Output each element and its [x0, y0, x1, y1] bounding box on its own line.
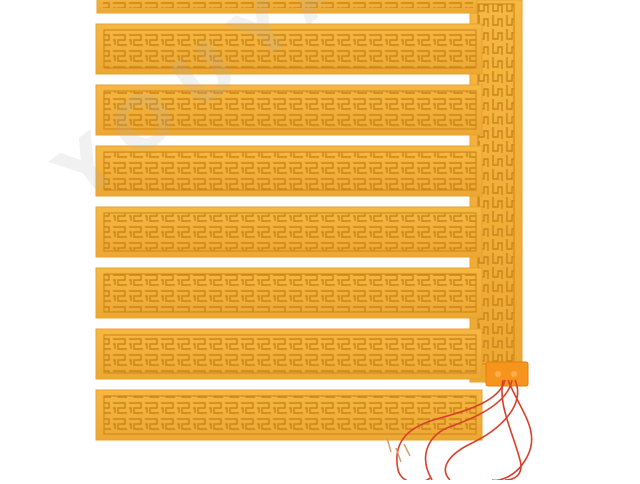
strip-trace — [104, 335, 476, 373]
spine-trace — [478, 4, 514, 364]
strip-trace — [104, 213, 476, 251]
strip-trace-top — [103, 0, 473, 8]
lead-wire — [501, 379, 522, 481]
strip-trace — [104, 30, 476, 68]
strip-trace-outline — [103, 90, 477, 130]
lead-wire — [424, 379, 513, 481]
strip-trace-outline — [103, 273, 477, 313]
wire-tip — [386, 437, 392, 453]
strip-trace — [104, 274, 476, 312]
wire-tip — [403, 443, 411, 457]
strip-trace-outline — [103, 29, 477, 69]
strip-trace-outline — [103, 212, 477, 252]
connector-pad — [485, 361, 529, 387]
lead-wire — [444, 379, 519, 481]
heater-film — [95, 0, 529, 441]
strip-trace-outline — [103, 151, 477, 191]
strip-trace-outline — [103, 395, 477, 435]
solder-point — [495, 371, 501, 377]
wire-tip — [395, 447, 402, 463]
solder-point — [511, 371, 517, 377]
strip-trace — [104, 152, 476, 190]
strip-trace — [104, 91, 476, 129]
strip-trace-outline — [103, 334, 477, 374]
lead-wires — [386, 379, 533, 484]
strip-trace — [104, 396, 476, 434]
lead-wire — [491, 379, 533, 482]
